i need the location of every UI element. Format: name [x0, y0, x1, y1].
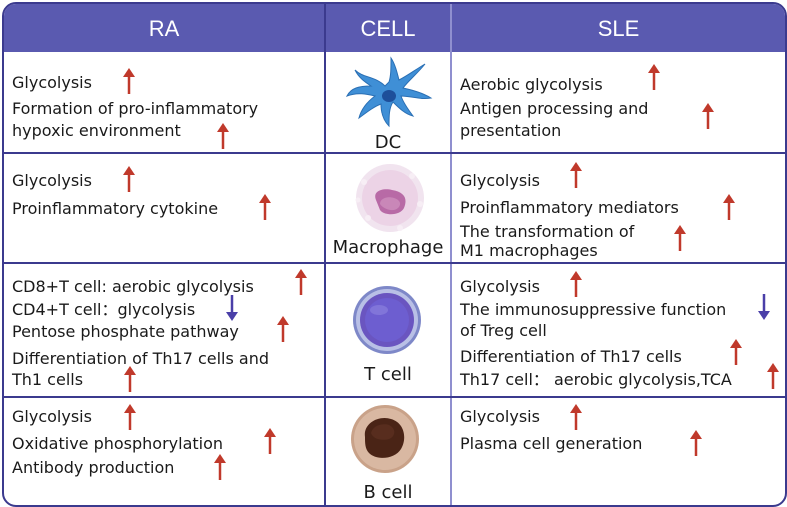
cell-label-bcell: B cell [363, 482, 413, 503]
ra-mac-line-2: Proinflammatory cytokine [12, 199, 219, 218]
ra-tcell-line-3: Pentose phosphate pathway [12, 322, 239, 341]
column-divider [450, 4, 452, 505]
up-arrow-icon [276, 316, 290, 346]
ra-bcell-line-2: Oxidative phosphorylation [12, 434, 224, 453]
up-arrow-icon [258, 194, 272, 224]
ra-dc-line-3: hypoxic environment [12, 121, 181, 140]
ra-bcell-line-1: Glycolysis [12, 407, 92, 426]
cell-label-dc: DC [374, 132, 402, 153]
up-arrow-icon [263, 428, 277, 458]
b-cell-icon [349, 403, 421, 479]
sle-tcell-line-4: Differentiation of Th17 cells [460, 347, 682, 366]
sle-mac-line-4: M1 macrophages [460, 241, 598, 260]
up-arrow-icon [213, 454, 227, 484]
table-header [4, 4, 785, 52]
t-cell-icon [351, 284, 423, 360]
cell-label-tcell: T cell [364, 364, 412, 385]
header-ra: RA [148, 16, 180, 41]
sle-dc-line-3: presentation [460, 121, 562, 140]
header-cell: CELL [360, 16, 416, 41]
up-arrow-icon [123, 366, 137, 396]
up-arrow-icon [569, 271, 583, 301]
cell-label-macrophage: Macrophage [332, 237, 444, 258]
up-arrow-icon [123, 404, 137, 434]
up-arrow-icon [673, 225, 687, 255]
up-arrow-icon [122, 166, 136, 196]
up-arrow-icon [122, 68, 136, 98]
sle-tcell-line-5: Th17 cell： aerobic glycolysis,TCA [460, 370, 732, 389]
down-arrow-icon [757, 294, 771, 324]
sle-mac-line-2: Proinflammatory mediators [460, 198, 679, 217]
sle-mac-line-1: Glycolysis [460, 171, 540, 190]
sle-dc-line-2: Antigen processing and [460, 99, 649, 118]
row-divider [4, 396, 785, 398]
up-arrow-icon [294, 269, 308, 299]
ra-bcell-line-3: Antibody production [12, 458, 175, 477]
ra-tcell-line-5: Th1 cells [12, 370, 84, 389]
up-arrow-icon [701, 103, 715, 133]
column-divider [324, 4, 326, 505]
sle-tcell-line-3: of Treg cell [460, 321, 547, 340]
header-sle: SLE [597, 16, 640, 41]
macrophage-icon [350, 160, 430, 240]
up-arrow-icon [647, 64, 661, 94]
sle-tcell-line-1: Glycolysis [460, 277, 540, 296]
ra-dc-line-1: Glycolysis [12, 73, 92, 92]
sle-bcell-line-2: Plasma cell generation [460, 434, 643, 453]
down-arrow-icon [225, 295, 239, 325]
up-arrow-icon [569, 404, 583, 434]
ra-dc-line-2: Formation of pro-inflammatory [12, 99, 259, 118]
up-arrow-icon [216, 123, 230, 153]
up-arrow-icon [729, 339, 743, 369]
ra-tcell-line-4: Differentiation of Th17 cells and [12, 349, 270, 368]
up-arrow-icon [722, 194, 736, 224]
sle-bcell-line-1: Glycolysis [460, 407, 540, 426]
row-divider [4, 262, 785, 264]
up-arrow-icon [689, 430, 703, 460]
sle-dc-line-1: Aerobic glycolysis [460, 75, 603, 94]
ra-mac-line-1: Glycolysis [12, 171, 92, 190]
up-arrow-icon [766, 363, 780, 393]
sle-tcell-line-2: The immunosuppressive function [460, 300, 727, 319]
up-arrow-icon [569, 162, 583, 192]
row-divider [4, 152, 785, 154]
dendritic-cell-icon [345, 56, 433, 132]
sle-mac-line-3: The transformation of [460, 222, 635, 241]
ra-tcell-line-2: CD4+T cell：glycolysis [12, 300, 196, 319]
ra-tcell-line-1: CD8+T cell: aerobic glycolysis [12, 277, 254, 296]
